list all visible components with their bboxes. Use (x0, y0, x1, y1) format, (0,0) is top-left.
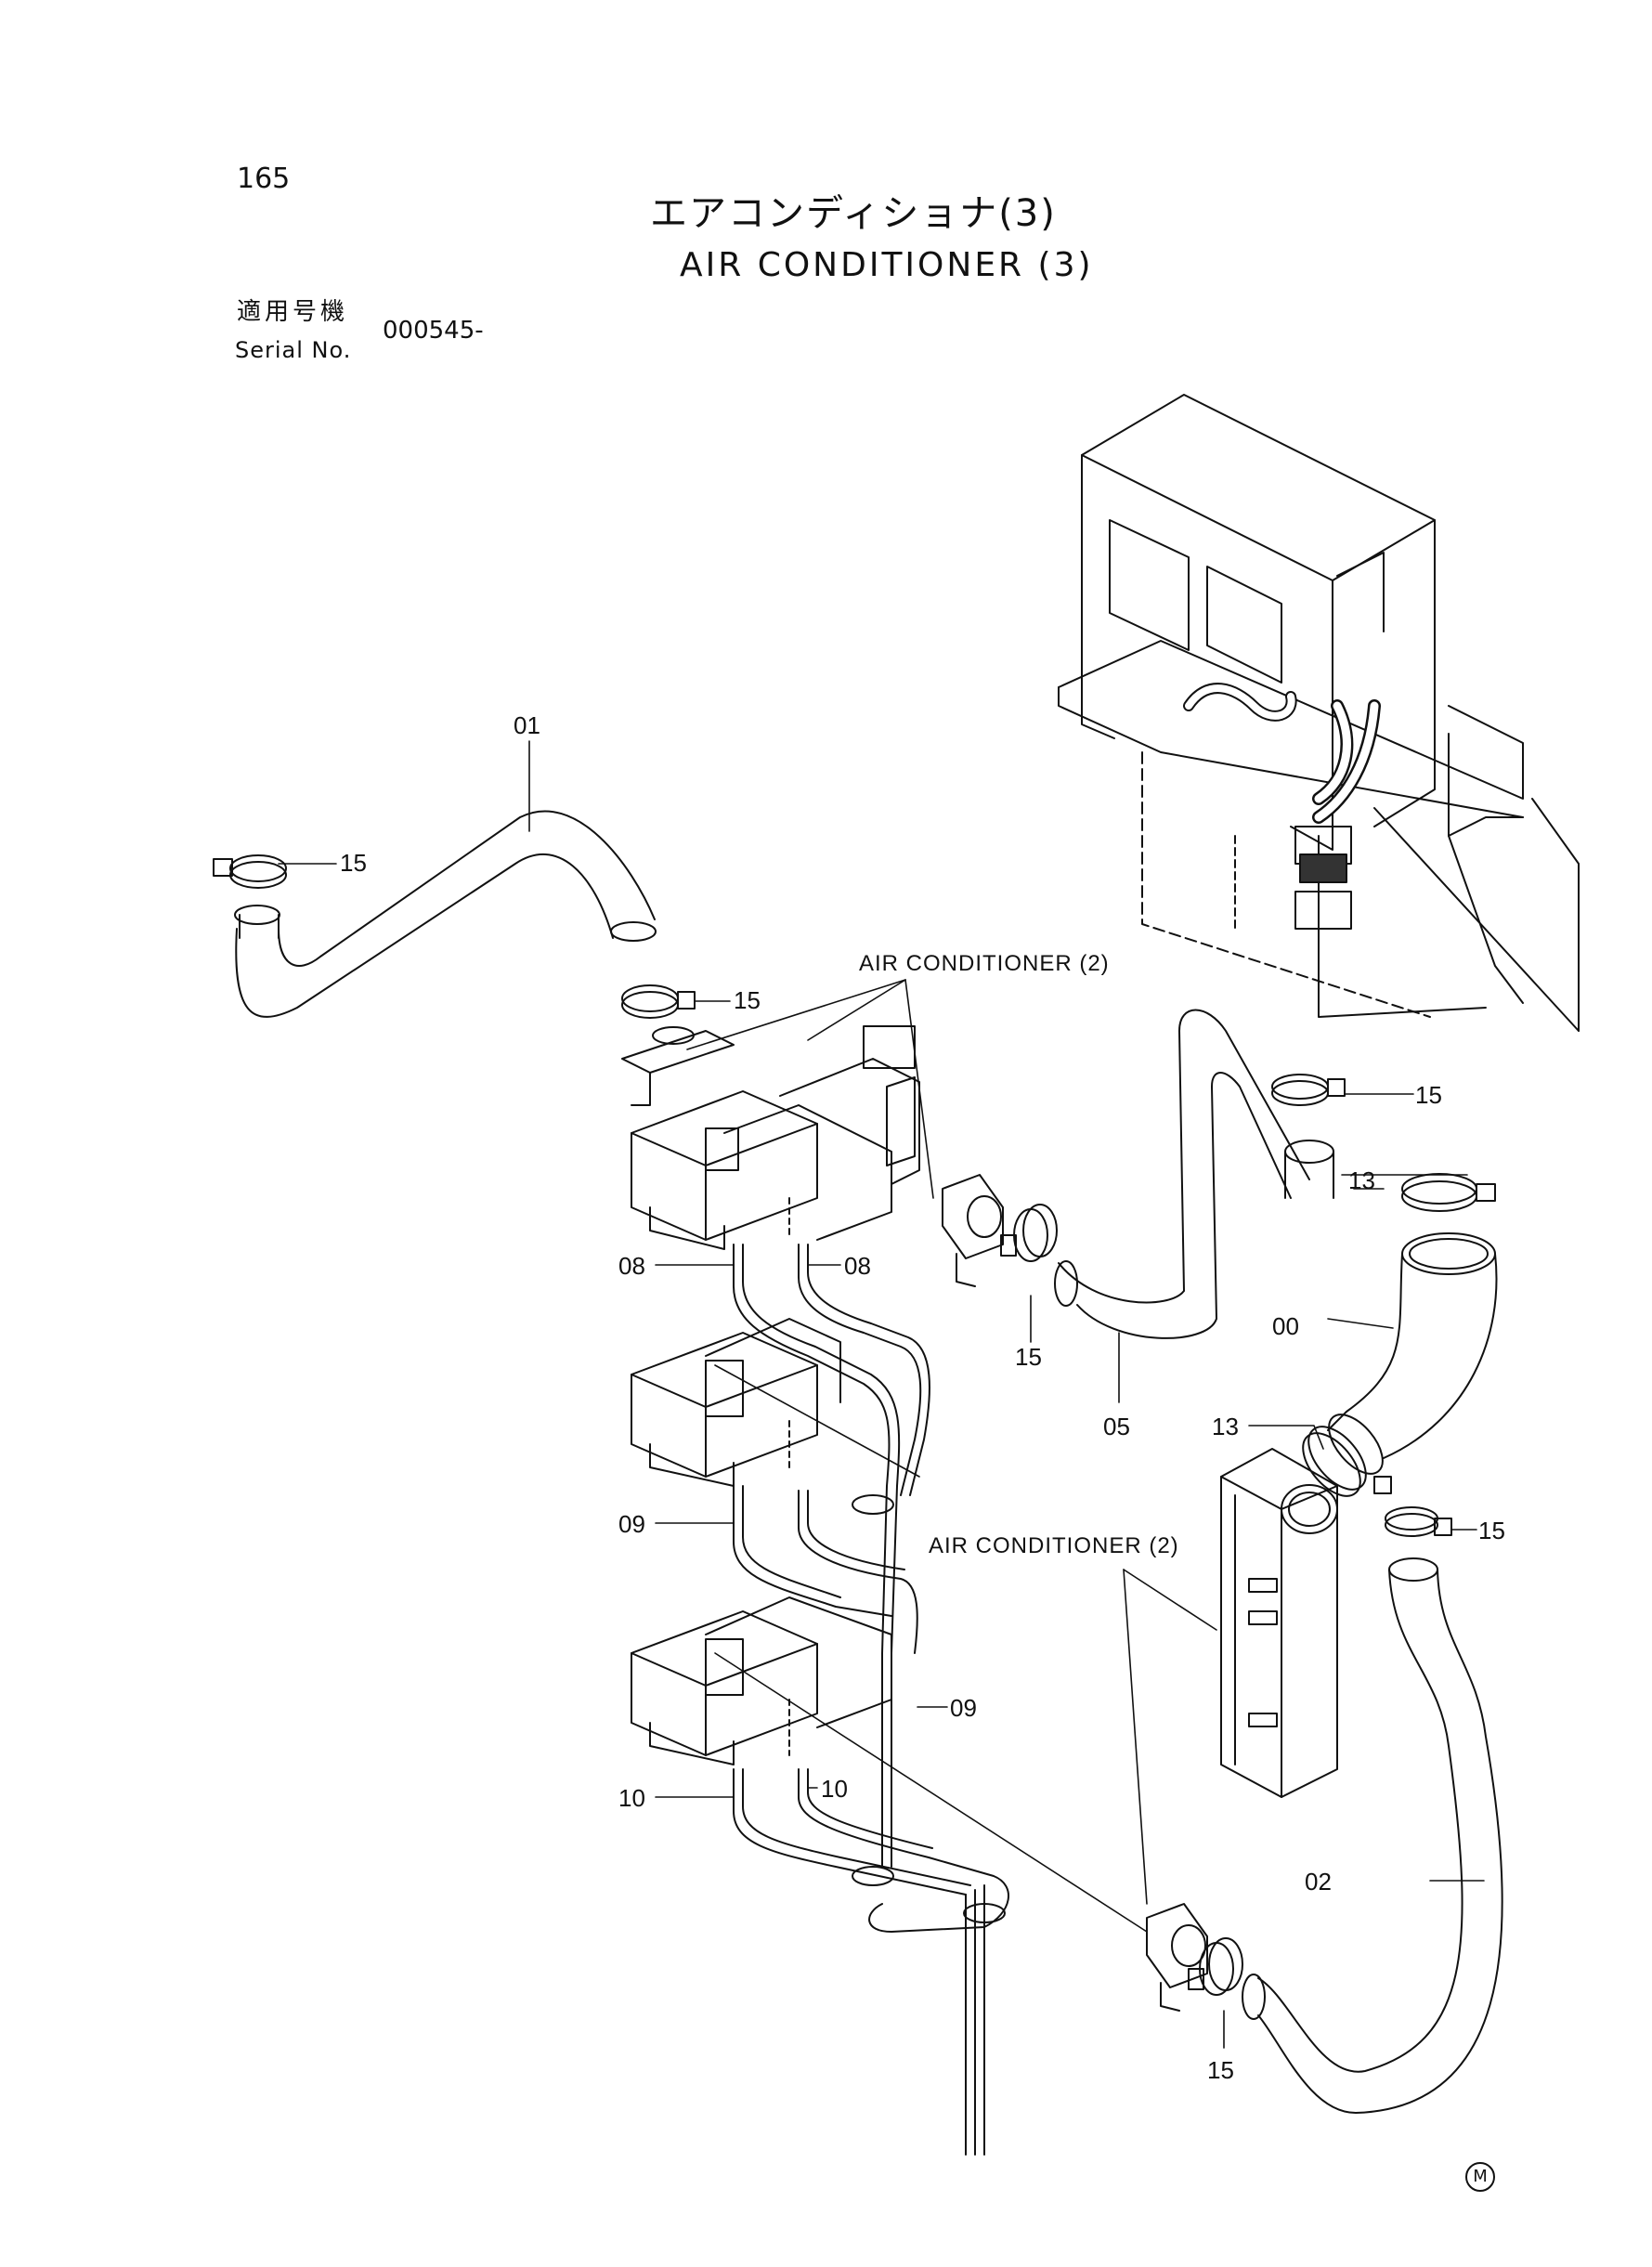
duct-adaptor-lower (1146, 1903, 1208, 2012)
callout-10-left: 10 (618, 1784, 645, 1812)
callout-15-upper-middle: 15 (734, 986, 761, 1014)
hose-clamp-15-a (213, 854, 287, 889)
publisher-mark: M (1465, 2162, 1495, 2192)
drain-tubes (733, 1244, 1009, 2156)
serial-label-japanese: 適用号機 (237, 298, 349, 326)
callout-13-lower: 13 (1212, 1413, 1239, 1440)
hose-02 (1242, 1557, 1503, 2114)
page-title-english: AIR CONDITIONER (3) (680, 246, 1094, 284)
hose-clamp-15-e (1271, 1074, 1346, 1106)
callout-08-left: 08 (618, 1252, 645, 1280)
callout-01: 01 (514, 711, 540, 739)
callout-15-bottom: 15 (1207, 2056, 1234, 2084)
hose-clamp-13-b (1302, 1426, 1392, 1497)
ac-unit-side (1220, 1448, 1338, 1798)
callout-00: 00 (1272, 1312, 1299, 1340)
serial-number-value: 000545- (383, 317, 484, 345)
callout-10-right: 10 (821, 1775, 848, 1803)
hose-clamp-15-c (1000, 1204, 1058, 1262)
reference-air-conditioner-2-upper: AIR CONDITIONER (2) (859, 951, 1110, 976)
callout-13-upper: 13 (1348, 1166, 1375, 1194)
hose-clamp-15-b (621, 984, 696, 1019)
hose-01 (234, 810, 657, 1018)
hose-clamp-15-d (1188, 1937, 1243, 1996)
hose-clamp-15-f (1385, 1506, 1452, 1537)
machine-cab-overview (1058, 394, 1580, 1032)
serial-label-english: Serial No. (235, 337, 352, 363)
ac-unit-lower (631, 1596, 892, 1765)
callout-08-right: 08 (844, 1252, 871, 1280)
hose-clamp-13-a (1401, 1173, 1496, 1212)
callout-15-upper-left: 15 (340, 849, 367, 877)
page-title-japanese: エアコンディショナ(3) (650, 192, 1057, 235)
page-number: 165 (237, 163, 291, 195)
callout-15-middle: 15 (1015, 1343, 1042, 1371)
duct-adaptor-upper (942, 1174, 1004, 1287)
callout-02: 02 (1305, 1868, 1332, 1896)
ac-unit-upper (621, 1025, 920, 1250)
hose-00 (1327, 1232, 1498, 1475)
callout-05: 05 (1103, 1413, 1130, 1440)
callout-09-right: 09 (950, 1694, 977, 1722)
callout-09-left: 09 (618, 1510, 645, 1538)
hose-05 (1054, 1009, 1334, 1339)
callout-15-right-upper: 15 (1415, 1081, 1442, 1109)
callout-15-right-lower: 15 (1478, 1517, 1505, 1544)
reference-air-conditioner-2-lower: AIR CONDITIONER (2) (929, 1533, 1179, 1558)
leader-lines (278, 740, 1485, 2049)
